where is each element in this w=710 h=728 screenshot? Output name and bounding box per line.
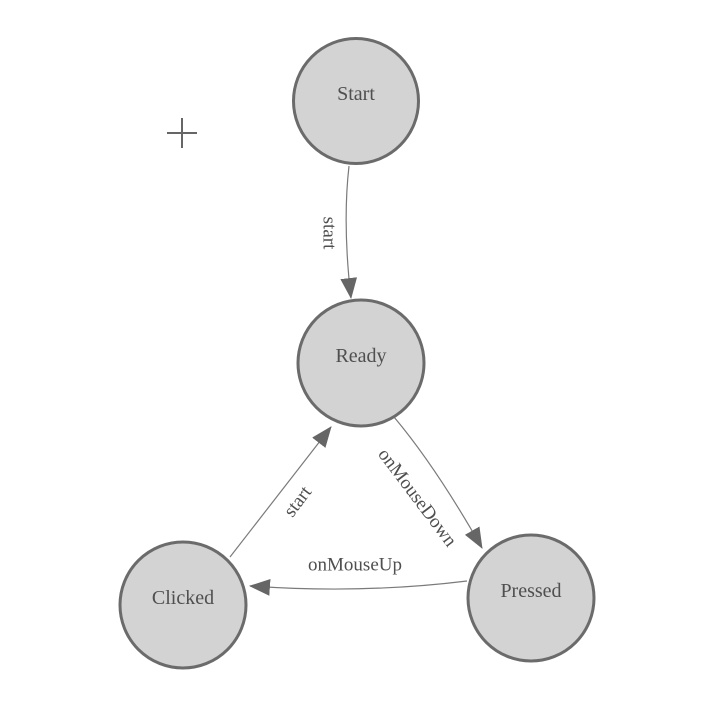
nodes-layer: Start Ready Clicked Pressed bbox=[118, 37, 596, 670]
edge-label-pressed-clicked: onMouseUp bbox=[308, 555, 402, 576]
state-node-pressed[interactable]: Pressed bbox=[466, 533, 596, 663]
edge-pressed-clicked[interactable] bbox=[248, 579, 468, 596]
edge-label-ready-pressed: onMouseDown bbox=[373, 445, 461, 552]
state-circle-ready[interactable] bbox=[296, 298, 426, 428]
edge-label-start-ready: start bbox=[318, 217, 339, 250]
state-node-ready[interactable]: Ready bbox=[296, 298, 426, 428]
state-node-clicked[interactable]: Clicked bbox=[118, 540, 248, 670]
edge-label-clicked-ready: start bbox=[280, 482, 317, 521]
edge-clicked-ready[interactable] bbox=[229, 426, 332, 558]
state-circle-clicked[interactable] bbox=[118, 540, 248, 670]
state-circle-pressed[interactable] bbox=[466, 533, 596, 663]
state-circle-start[interactable] bbox=[292, 37, 420, 165]
edge-start-ready[interactable] bbox=[340, 165, 358, 300]
edges-layer bbox=[229, 165, 483, 596]
crosshair-icon bbox=[167, 118, 197, 148]
edge-ready-pressed[interactable] bbox=[393, 416, 483, 549]
state-node-start[interactable]: Start bbox=[292, 37, 420, 165]
